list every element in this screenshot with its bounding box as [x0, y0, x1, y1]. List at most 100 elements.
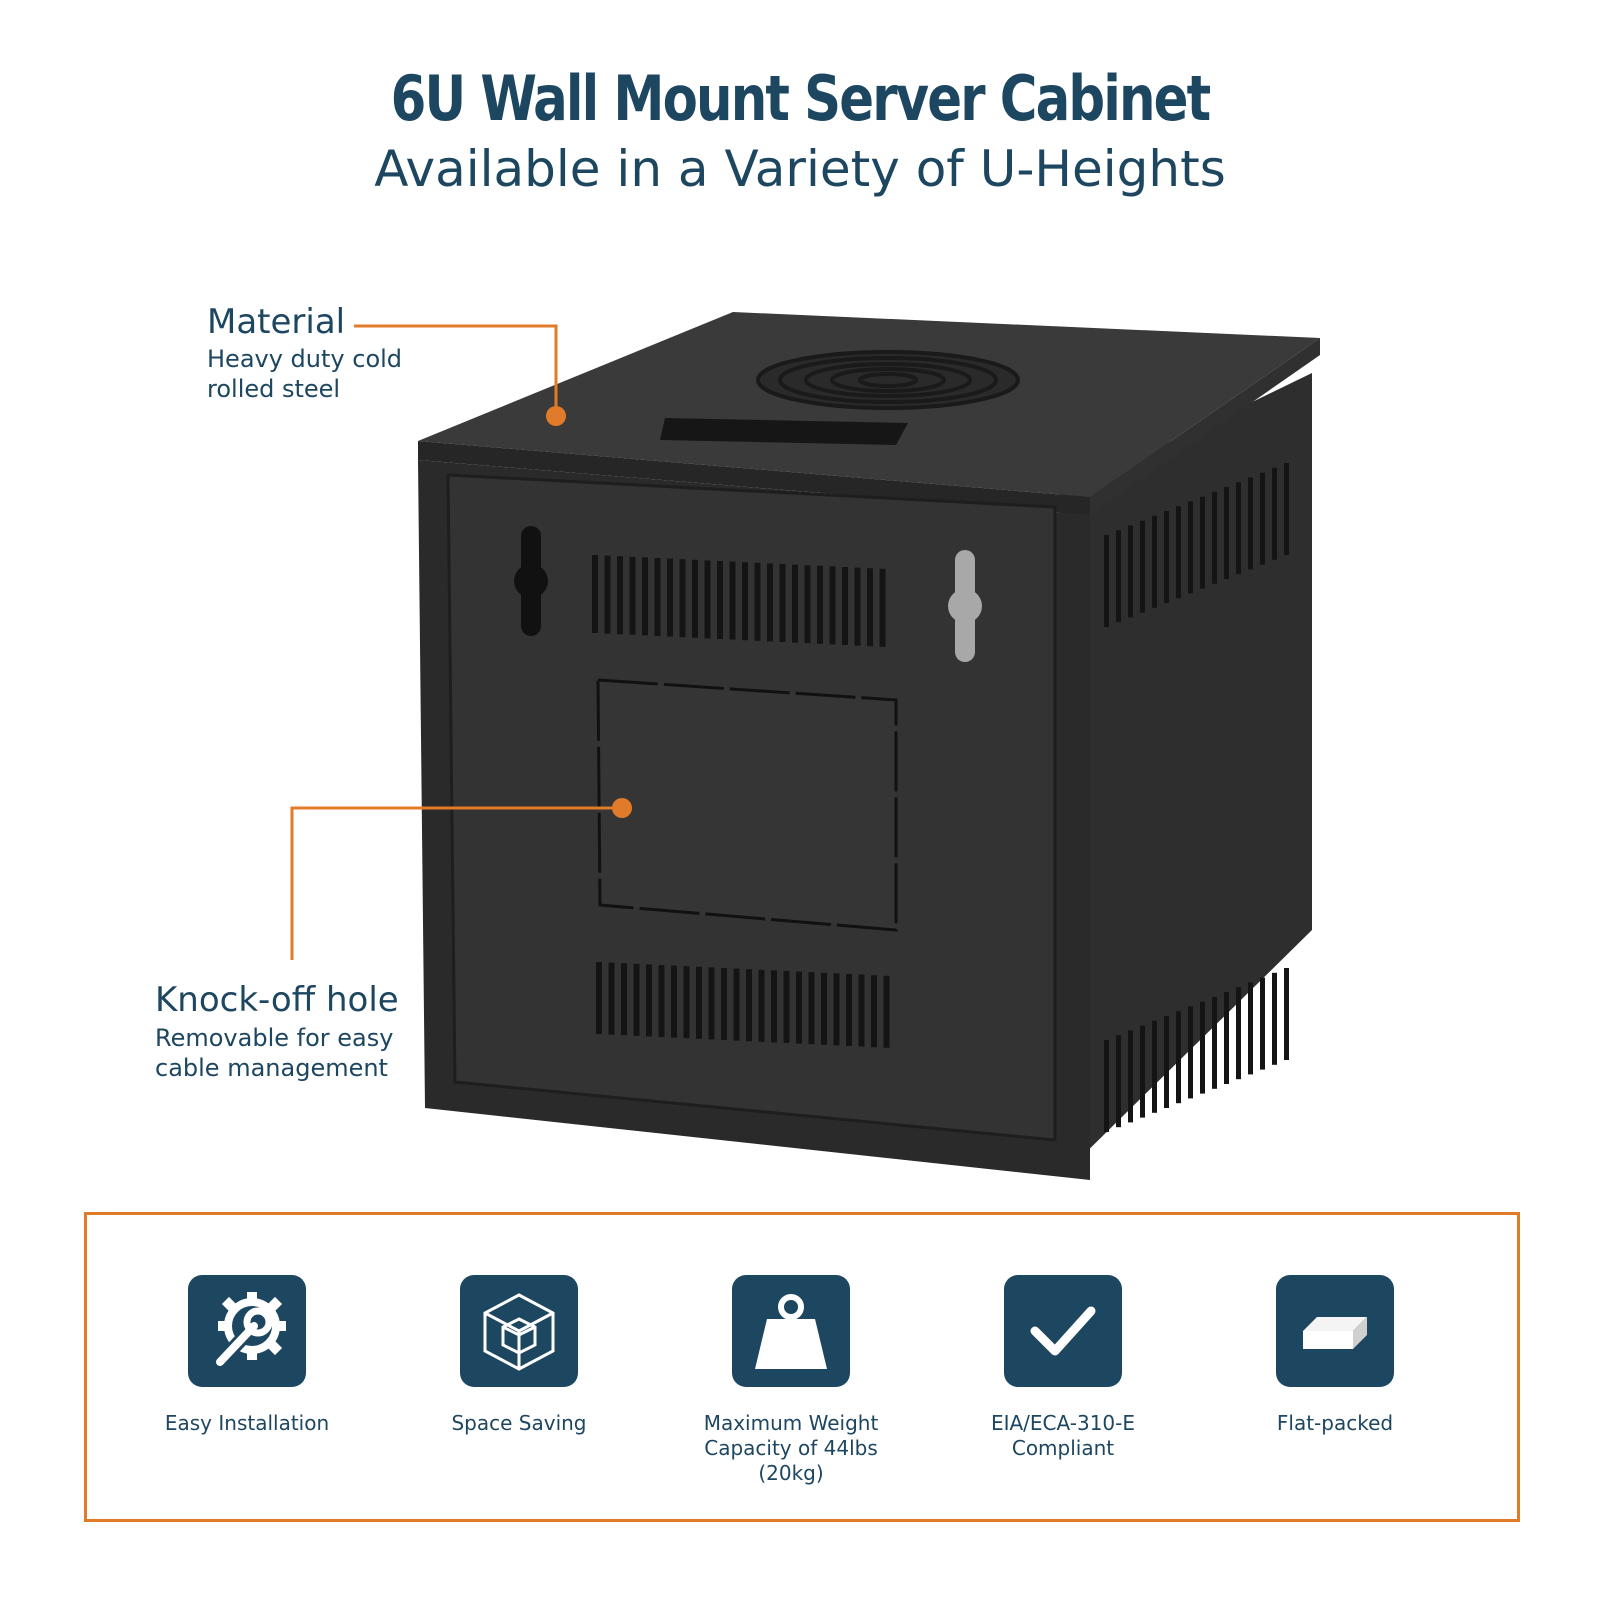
brush-strip — [660, 418, 908, 445]
vent-slot — [1212, 491, 1217, 584]
vent-slot — [879, 568, 886, 647]
vent-slot — [1200, 496, 1205, 589]
vent-slot — [808, 972, 815, 1045]
vent-slot — [1248, 477, 1253, 570]
vent-slot — [692, 559, 698, 638]
cube-icon — [460, 1275, 578, 1387]
vent-slot — [721, 968, 727, 1040]
vent-slot — [1104, 535, 1109, 627]
features-panel: Easy Installation Space Saving Maximum W… — [84, 1212, 1520, 1522]
vent-slot — [642, 557, 648, 636]
vent-slot — [733, 968, 740, 1041]
knock-off-callout-title: Knock-off hole — [155, 980, 399, 1020]
flat-box-icon — [1276, 1275, 1394, 1387]
vent-slot — [696, 966, 702, 1039]
feature-label: EIA/ECA-310-E Compliant — [990, 1411, 1136, 1460]
material-callout-dot — [546, 406, 566, 426]
checkmark-icon — [1004, 1275, 1122, 1387]
vent-slot — [1152, 1020, 1157, 1113]
vent-slot — [1164, 511, 1169, 603]
feature-label: Space Saving — [451, 1411, 587, 1435]
vent-slot — [1212, 996, 1217, 1089]
vent-slot — [883, 975, 890, 1048]
vent-slot — [621, 963, 627, 1036]
vent-slot — [617, 556, 623, 635]
vent-slot — [1260, 472, 1265, 565]
feature-easy-installation: Easy Installation — [127, 1275, 367, 1436]
vent-slot — [596, 962, 602, 1034]
vent-slot — [829, 566, 836, 645]
vent-slot — [1164, 1016, 1169, 1108]
vent-slot — [746, 969, 752, 1042]
vent-slot — [1248, 982, 1253, 1075]
keyhole-slots — [514, 526, 982, 662]
fan-grille — [756, 350, 1020, 410]
vent-slot — [679, 559, 686, 638]
vent-slot — [654, 558, 661, 636]
vent-slot — [1140, 1025, 1145, 1118]
material-callout-title: Material — [207, 302, 346, 342]
vent-slot — [742, 562, 748, 641]
vent-slot — [846, 974, 852, 1046]
server-cabinet-image — [418, 312, 1320, 1180]
vent-slot — [1116, 530, 1121, 623]
vent-slot — [1128, 525, 1133, 618]
vent-slot — [658, 965, 665, 1037]
vent-slot — [1236, 482, 1241, 575]
vent-slot — [717, 561, 723, 639]
front-vents — [592, 555, 890, 1048]
weight-icon — [732, 1275, 850, 1387]
feature-label: Maximum Weight Capacity of 44lbs (20kg) — [703, 1411, 879, 1485]
knock-off-callout-line — [290, 806, 622, 960]
vent-slot — [854, 567, 861, 646]
vent-slot — [1188, 501, 1193, 594]
cabinet-side-panel — [1060, 373, 1312, 1173]
page-title: 6U Wall Mount Server Cabinet — [390, 62, 1212, 135]
vent-slot — [817, 565, 823, 644]
knock-off-callout-description: Removable for easy cable management — [155, 1024, 394, 1082]
vent-slot — [796, 971, 802, 1044]
vent-slot — [767, 563, 773, 642]
vent-slot — [1176, 1011, 1181, 1104]
vent-slot — [708, 967, 715, 1040]
vent-slot — [1176, 506, 1181, 599]
vent-slot — [646, 964, 652, 1037]
vent-slot — [704, 560, 711, 639]
vent-slot — [1272, 972, 1277, 1065]
vent-slot — [1140, 520, 1145, 613]
vent-slot — [667, 558, 673, 637]
vent-slot — [1116, 1035, 1121, 1128]
vent-slot — [1200, 1001, 1205, 1094]
vent-slot — [1224, 487, 1229, 579]
knock-off-callout-dot — [612, 798, 632, 818]
feature-label: Flat-packed — [1276, 1411, 1394, 1435]
vent-slot — [729, 561, 736, 640]
material-callout-description: Heavy duty cold rolled steel — [207, 345, 403, 403]
feature-flat-packed: Flat-packed — [1215, 1275, 1455, 1436]
callout-lines — [290, 324, 632, 960]
vent-slot — [758, 969, 765, 1042]
vent-slot — [871, 975, 877, 1048]
vent-slot — [1224, 992, 1229, 1084]
vent-slot — [1188, 1006, 1193, 1099]
feature-label: Easy Installation — [164, 1411, 330, 1435]
vent-slot — [867, 568, 873, 647]
vent-slot — [771, 970, 777, 1043]
vent-slot — [783, 971, 790, 1043]
vent-slot — [1128, 1030, 1133, 1123]
side-vents — [1104, 463, 1289, 1132]
material-callout-line — [354, 324, 558, 416]
feature-maximum-weight: Maximum Weight Capacity of 44lbs (20kg) — [671, 1275, 911, 1486]
vent-slot — [821, 972, 827, 1045]
vent-slot — [1284, 968, 1289, 1060]
vent-slot — [1260, 977, 1265, 1070]
vent-slot — [671, 965, 677, 1038]
vent-slot — [1104, 1040, 1109, 1132]
page-subtitle: Available in a Variety of U-Heights — [374, 140, 1226, 198]
vent-slot — [608, 962, 615, 1035]
vent-slot — [592, 555, 598, 633]
vent-slot — [1152, 515, 1157, 608]
vent-slot — [754, 562, 761, 641]
vent-slot — [1272, 467, 1277, 560]
feature-space-saving: Space Saving — [399, 1275, 639, 1436]
